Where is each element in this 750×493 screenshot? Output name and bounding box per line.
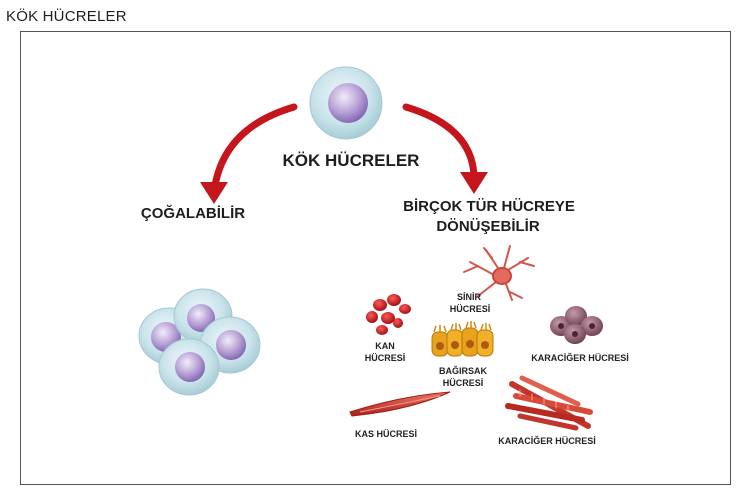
stem-cell-cluster xyxy=(138,288,261,396)
nerve-cell-label-line2: HÜCRESİ xyxy=(450,304,491,314)
proliferate-label: ÇOĞALABİLİR xyxy=(141,204,245,222)
diagram-frame xyxy=(20,31,731,485)
liver-cell-label: KARACİĞER HÜCRESİ xyxy=(531,352,629,363)
center-label: KÖK HÜCRELER xyxy=(283,151,420,170)
intestine-cell-image xyxy=(431,321,494,357)
differentiate-label-line2: DÖNÜŞEBİLİR xyxy=(436,218,540,235)
intestine-cell-label-line2: HÜCRESİ xyxy=(443,378,484,388)
arrow-right xyxy=(402,103,488,194)
striated-cell-label: KARACİĞER HÜCRESİ xyxy=(498,435,596,446)
intestine-cell-label-line1: BAĞIRSAK xyxy=(439,365,488,376)
muscle-cell-label: KAS HÜCRESİ xyxy=(355,429,417,439)
liver-cell-image xyxy=(550,306,603,344)
blood-cell-label-line1: KAN xyxy=(375,341,395,351)
page-title: KÖK HÜCRELER xyxy=(6,8,127,25)
striated-muscle-image xyxy=(505,375,593,431)
nerve-cell-label-line1: SİNİR xyxy=(457,292,482,302)
stem-cell xyxy=(309,66,383,140)
blood-cell-image xyxy=(366,294,411,335)
muscle-cell-image xyxy=(349,391,451,417)
arrow-left xyxy=(200,103,298,204)
nerve-cell-image xyxy=(463,245,535,301)
differentiate-label-line1: BİRÇOK TÜR HÜCREYE xyxy=(403,198,575,215)
blood-cell-label-line2: HÜCRESİ xyxy=(365,353,406,363)
